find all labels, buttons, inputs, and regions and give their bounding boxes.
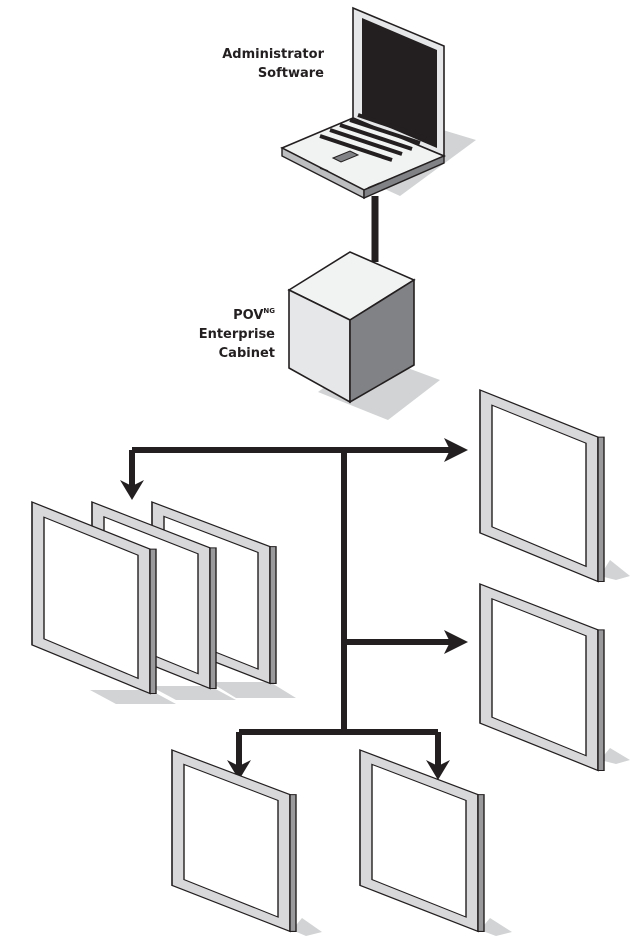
administrator-software-label: Administrator Software	[222, 45, 324, 83]
admin-label-line2: Software	[257, 66, 324, 81]
display-panel-icon	[171, 749, 297, 933]
display-panel-icon	[479, 389, 605, 583]
arrow-icon	[227, 760, 251, 780]
admin-label-line1: Administrator	[222, 47, 324, 62]
distribution-lines	[129, 447, 452, 766]
arrow-icon	[444, 438, 468, 462]
cabinet-label: POVNG Enterprise Cabinet	[199, 306, 275, 363]
display-panel-icon	[359, 749, 485, 933]
server-cabinet-icon	[287, 251, 440, 420]
arrow-icon	[444, 630, 468, 654]
cabinet-label-line3: Cabinet	[218, 346, 275, 361]
cabinet-superscript: NG	[263, 307, 275, 315]
arrow-icon	[426, 760, 450, 780]
cabinet-label-line1: POVNG	[199, 306, 275, 325]
arrow-icon	[120, 480, 144, 500]
cabinet-label-line2: Enterprise	[198, 327, 275, 342]
cabinet-name: POV	[233, 308, 264, 323]
display-panel-icon	[479, 583, 605, 772]
laptop-icon	[280, 6, 476, 200]
